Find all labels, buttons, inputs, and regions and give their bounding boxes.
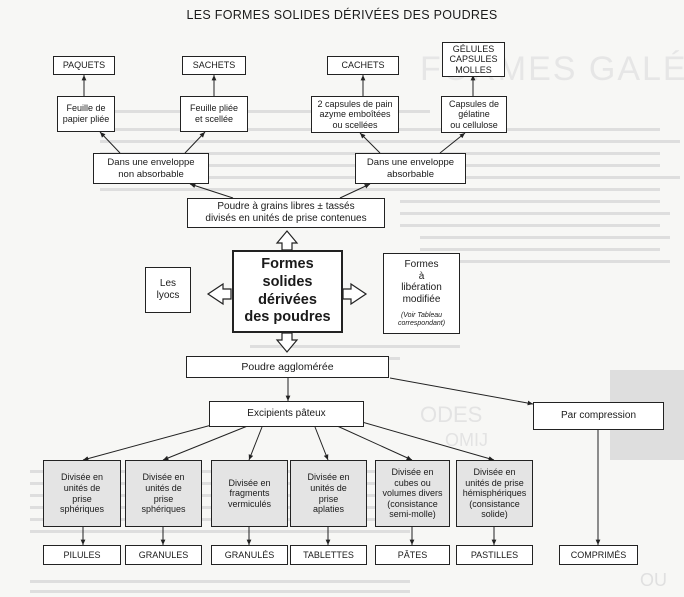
node-division-hemispheriques-label: Divisée en unités de prise hémisphérique… [462,466,527,520]
node-pilules-label: PILULES [63,549,101,560]
node-pates: PÂTES [375,545,450,565]
node-enveloppe-absorbable-label: Dans une enveloppe absorbable [366,157,455,180]
node-granules-accent-label: GRANULÉS [224,549,275,560]
node-division-spheriques-2: Divisée en unités de prise sphériques [125,460,202,527]
node-division-spheriques-2-label: Divisée en unités de prise sphériques [141,472,186,515]
node-cachets-label: CACHETS [341,60,385,71]
hollow-arrow-up [275,230,299,251]
node-pates-label: PÂTES [397,549,428,560]
node-formes-solides: Formes solides dérivées des poudres [232,250,343,333]
node-gelules-label: GÉLULES CAPSULES MOLLES [449,43,498,75]
node-feuille-papier-label: Feuille de papier pliée [62,103,110,124]
node-lyocs-label: Les lyocs [156,278,180,301]
arrow-exc-div1 [82,419,231,461]
arrow-exc-div2 [162,424,251,461]
node-tablettes: TABLETTES [290,545,367,565]
node-excipients-pateux-label: Excipients pâteux [247,408,326,420]
arrow-poudre-to-env-nonabs [189,183,234,199]
arrow-exc-div4 [314,426,329,461]
arrow-exc-div5 [334,424,413,461]
diagram-title: LES FORMES SOLIDES DÉRIVÉES DES POUDRES [186,8,498,22]
node-enveloppe-non-absorbable: Dans une enveloppe non absorbable [93,153,209,184]
arrow-exc-div6 [354,419,495,461]
node-feuille-scellee-label: Feuille pliée et scellée [189,103,239,124]
node-par-compression: Par compression [533,402,664,430]
node-poudre-agglomeree-label: Poudre agglomérée [241,360,334,373]
node-liberation-modifiee-label: Formes à libération modifiée [401,258,442,306]
arrow-poudre-to-env-abs [339,183,371,199]
node-division-cubes-label: Divisée en cubes ou volumes divers (cons… [382,466,443,520]
node-lyocs: Les lyocs [145,267,191,313]
svg-text:ODES: ODES [420,402,482,427]
arrow-exc-div3 [248,426,263,461]
node-capsules-gelatine: Capsules de gélatine ou cellulose [441,96,507,133]
node-paquets-label: PAQUETS [62,60,106,71]
node-division-spheriques-1: Divisée en unités de prise sphériques [43,460,121,527]
hollow-arrow-left [206,282,232,306]
arrow-env-to-azyme [359,132,381,154]
arrow-env-to-capsules [439,132,466,154]
node-sachets: SACHETS [182,56,246,75]
arrow-env-to-feuille [99,131,121,154]
node-enveloppe-absorbable: Dans une enveloppe absorbable [355,153,466,184]
node-granules-accent: GRANULÉS [211,545,288,565]
node-feuille-papier: Feuille de papier pliée [57,96,115,132]
svg-text:OU: OU [640,570,667,590]
node-granules: GRANULES [125,545,202,565]
node-enveloppe-non-absorbable-label: Dans une enveloppe non absorbable [107,157,195,180]
node-comprimes: COMPRIMÉS [559,545,638,565]
node-paquets: PAQUETS [53,56,115,75]
node-sachets-label: SACHETS [192,60,236,71]
node-gelules: GÉLULES CAPSULES MOLLES [442,42,505,77]
svg-text:OMIJ: OMIJ [445,430,488,450]
node-liberation-modifiee-note: (Voir Tableau correspondant) [397,312,446,328]
node-par-compression-label: Par compression [560,410,637,422]
hollow-arrow-right [342,282,368,306]
arrow-env-to-feuille-scellee [184,131,206,154]
node-pastilles-label: PASTILLES [470,549,519,560]
node-division-hemispheriques: Divisée en unités de prise hémisphérique… [456,460,533,527]
node-division-vermicules: Divisée en fragments vermiculés [211,460,288,527]
node-division-cubes: Divisée en cubes ou volumes divers (cons… [375,460,450,527]
node-poudre-agglomeree: Poudre agglomérée [186,356,389,378]
node-poudre-grains-libres: Poudre à grains libres ± tassés divisés … [187,198,385,228]
node-cachets: CACHETS [327,56,399,75]
node-pastilles: PASTILLES [456,545,533,565]
node-division-aplaties-label: Divisée en unités de prise aplaties [307,472,350,515]
node-feuille-scellee: Feuille pliée et scellée [180,96,248,132]
node-formes-solides-label: Formes solides dérivées des poudres [244,256,331,326]
arrow-agglo-to-compression [389,377,534,406]
node-capsules-gelatine-label: Capsules de gélatine ou cellulose [448,98,500,130]
node-division-spheriques-1-label: Divisée en unités de prise sphériques [59,472,105,515]
node-division-vermicules-label: Divisée en fragments vermiculés [227,477,271,509]
node-tablettes-label: TABLETTES [303,549,354,560]
node-granules-label: GRANULES [138,549,189,560]
node-capsules-azyme: 2 capsules de pain azyme emboîtées ou sc… [311,96,399,133]
node-comprimes-label: COMPRIMÉS [570,549,627,560]
hollow-arrow-down [275,332,299,353]
node-liberation-modifiee: Formes à libération modifiée (Voir Table… [383,253,460,334]
node-poudre-grains-libres-label: Poudre à grains libres ± tassés divisés … [205,201,367,224]
node-pilules: PILULES [43,545,121,565]
node-division-aplaties: Divisée en unités de prise aplaties [290,460,367,527]
node-excipients-pateux: Excipients pâteux [209,401,364,427]
node-capsules-azyme-label: 2 capsules de pain azyme emboîtées ou sc… [317,98,393,130]
